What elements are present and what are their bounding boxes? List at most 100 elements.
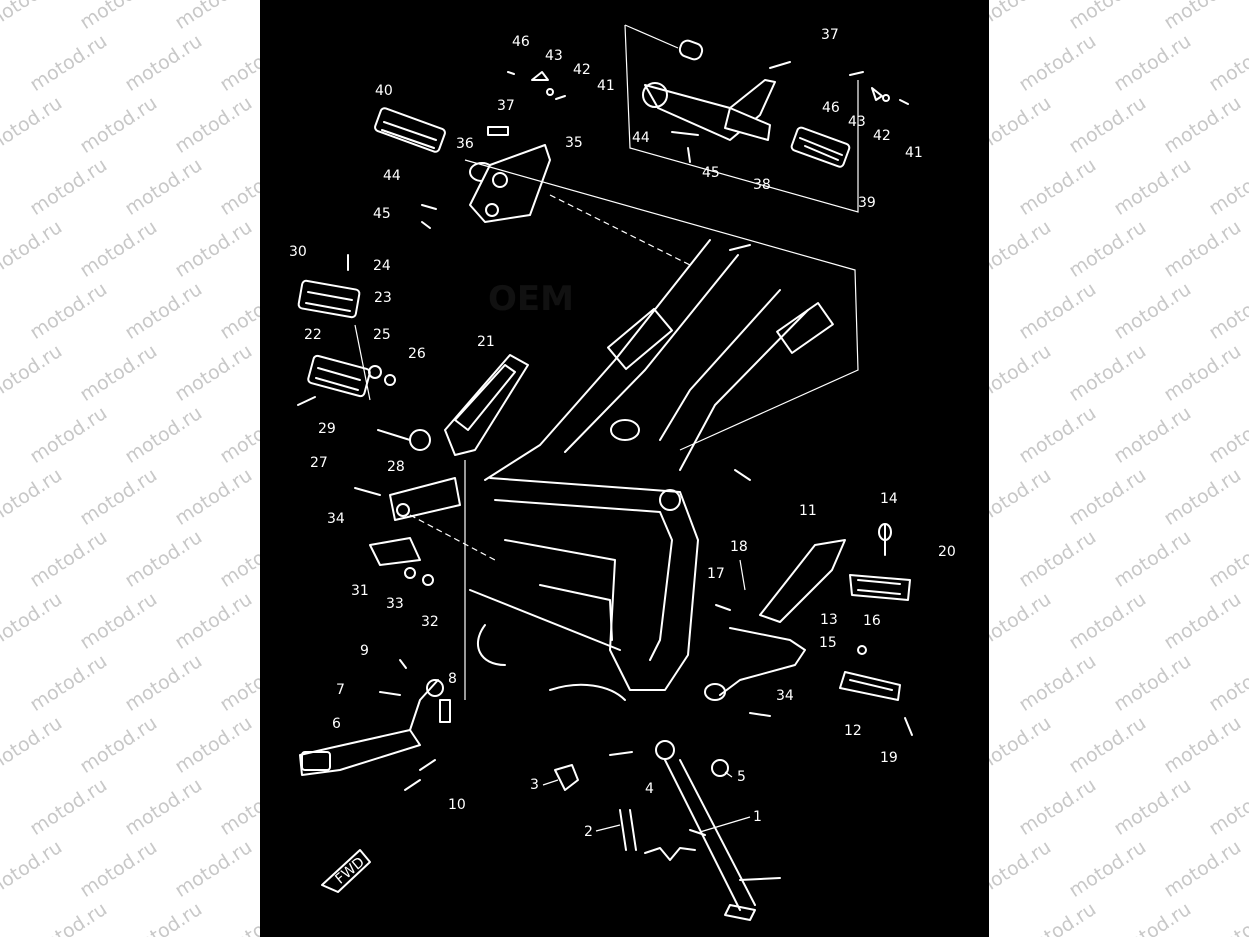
watermark-text: motod.ru xyxy=(0,0,67,34)
watermark-text: motod.ru xyxy=(1110,154,1196,220)
callout-6: 6 xyxy=(332,716,341,732)
watermark-text: motod.ru xyxy=(0,464,67,530)
watermark-text: motod.ru xyxy=(1015,526,1101,592)
watermark-text: motod.ru xyxy=(1160,588,1246,654)
watermark-text: motod.ru xyxy=(1160,340,1246,406)
watermark-text: motod.ru xyxy=(26,898,112,937)
callout-38: 38 xyxy=(753,177,771,193)
callout-28: 28 xyxy=(387,459,405,475)
callout-31: 31 xyxy=(351,583,369,599)
watermark-text: motod.ru xyxy=(121,650,207,716)
callout-37: 37 xyxy=(497,98,515,114)
callout-42: 42 xyxy=(573,62,591,78)
watermark-text: motod.ru xyxy=(989,0,1056,34)
watermark-text: motod.ru xyxy=(121,30,207,96)
watermark-text: motod.ru xyxy=(121,278,207,344)
watermark-text: motod.ru xyxy=(989,712,1056,778)
watermark-text: motod.ru xyxy=(0,836,67,902)
watermark-text: motod.ru xyxy=(171,588,257,654)
callout-22: 22 xyxy=(304,327,322,343)
watermark-text: motod.ru xyxy=(1065,0,1151,34)
callout-9: 9 xyxy=(360,643,369,659)
watermark-text: motod.ru xyxy=(1015,402,1101,468)
watermark-text: motod.ru xyxy=(121,154,207,220)
callout-43: 43 xyxy=(545,48,563,64)
callout-17: 17 xyxy=(707,566,725,582)
watermark-text: motod.ru xyxy=(1110,278,1196,344)
rear-footrest-assembly xyxy=(624,24,909,213)
watermark-text: motod.ru xyxy=(171,836,257,902)
exploded-view-svg: OEM xyxy=(289,24,956,921)
watermark-text: motod.ru xyxy=(989,92,1056,158)
callout-25: 25 xyxy=(373,327,391,343)
watermark-text: motod.ru xyxy=(1015,774,1101,840)
watermark-text: motod.ru xyxy=(989,340,1056,406)
callout-32: 32 xyxy=(421,614,439,630)
watermark-text: motod.ru xyxy=(1160,216,1246,282)
watermark-text: motod.ru xyxy=(76,216,162,282)
watermark-text: motod.ru xyxy=(1205,30,1249,96)
callout-5: 5 xyxy=(737,769,746,785)
watermark-text: motod.ru xyxy=(1110,650,1196,716)
watermark-text: motod.ru xyxy=(1065,92,1151,158)
callout-46: 46 xyxy=(512,34,530,50)
callout-27: 27 xyxy=(310,455,328,471)
shift-pedal-assembly xyxy=(299,659,451,791)
watermark-text: motod.ru xyxy=(1015,898,1101,937)
watermark-text: motod.ru xyxy=(1015,154,1101,220)
watermark-text: motod.ru xyxy=(1065,836,1151,902)
callout-43-rear: 43 xyxy=(848,114,866,130)
watermark-text: motod.ru xyxy=(1160,712,1246,778)
watermark-text: motod.ru xyxy=(1205,526,1249,592)
watermark-text: motod.ru xyxy=(216,898,260,937)
callout-2: 2 xyxy=(584,824,593,840)
watermark-text: motod.ru xyxy=(76,0,162,34)
watermark-text: motod.ru xyxy=(26,278,112,344)
watermark-text: motod.ru xyxy=(121,526,207,592)
watermark-text: motod.ru xyxy=(1015,650,1101,716)
watermark-text: motod.ru xyxy=(1110,526,1196,592)
watermark-text: motod.ru xyxy=(1065,216,1151,282)
callout-41-rear: 41 xyxy=(905,145,923,161)
callout-40: 40 xyxy=(375,83,393,99)
callout-36: 36 xyxy=(456,136,474,152)
callout-41: 41 xyxy=(597,78,615,94)
watermark-text: motod.ru xyxy=(1065,340,1151,406)
callout-16: 16 xyxy=(863,613,881,629)
callout-13: 13 xyxy=(820,612,838,628)
callout-1: 1 xyxy=(753,809,762,825)
watermark-text: motod.ru xyxy=(171,464,257,530)
watermark-text: motod.ru xyxy=(1160,0,1246,34)
watermark-text: motod.ru xyxy=(1205,898,1249,937)
watermark-text: motod.ru xyxy=(1160,92,1246,158)
watermark-text: motod.ru xyxy=(26,154,112,220)
watermark-text: motod.ru xyxy=(1065,464,1151,530)
callout-35: 35 xyxy=(565,135,583,151)
watermark-text: motod.ru xyxy=(216,526,260,592)
watermark-text: motod.ru xyxy=(1110,898,1196,937)
callout-8: 8 xyxy=(448,671,457,687)
watermark-text: motod.ru xyxy=(121,898,207,937)
watermark-text: motod.ru xyxy=(1015,30,1101,96)
callout-15: 15 xyxy=(819,635,837,651)
watermark-text: motod.ru xyxy=(171,0,257,34)
watermark-text: motod.ru xyxy=(1015,278,1101,344)
callout-10: 10 xyxy=(448,797,466,813)
callout-23: 23 xyxy=(374,290,392,306)
watermark-text: motod.ru xyxy=(1205,402,1249,468)
watermark-text: motod.ru xyxy=(171,712,257,778)
watermark-text: motod.ru xyxy=(1205,154,1249,220)
watermark-text: motod.ru xyxy=(76,92,162,158)
watermark-text: motod.ru xyxy=(121,402,207,468)
callout-14: 14 xyxy=(880,491,898,507)
left-footrest-bracket xyxy=(297,254,529,700)
callout-7: 7 xyxy=(336,682,345,698)
callout-4: 4 xyxy=(645,781,654,797)
watermark-text: motod.ru xyxy=(1065,588,1151,654)
front-left-footrest xyxy=(374,71,691,266)
callout-42-rear: 42 xyxy=(873,128,891,144)
frame-main xyxy=(464,159,859,701)
side-stand xyxy=(554,740,781,921)
